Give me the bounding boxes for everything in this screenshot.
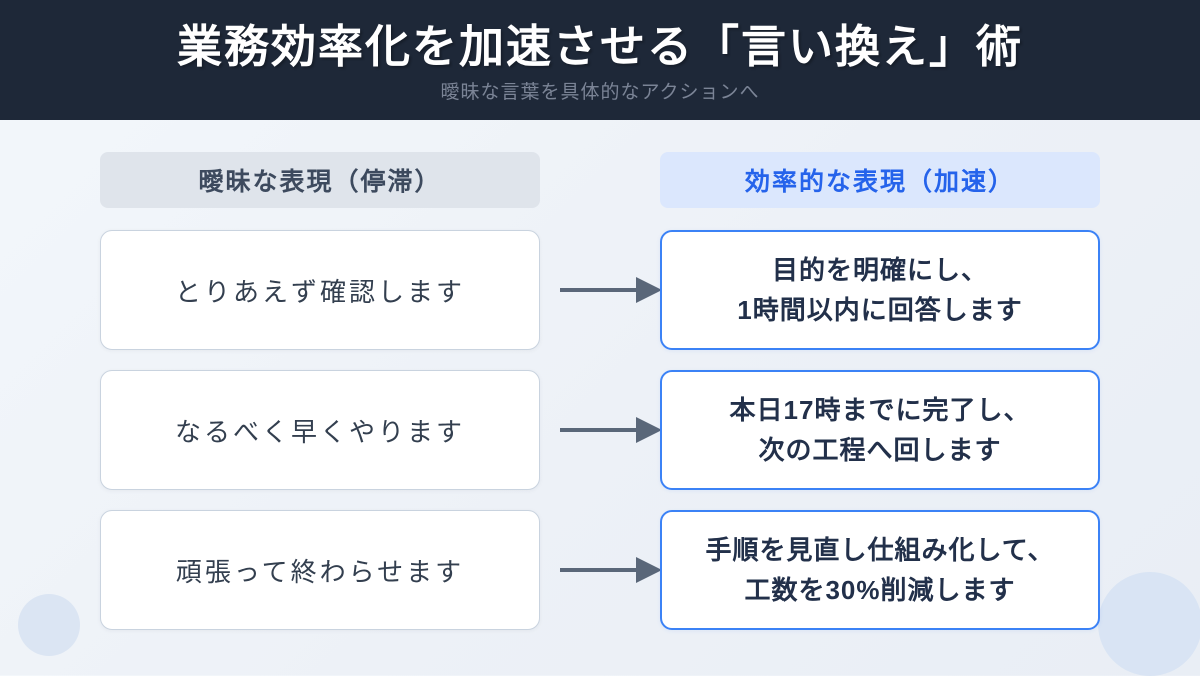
- efficient-box-row1: 目的を明確にし、 1時間以内に回答します: [660, 230, 1100, 350]
- column-header-vague: 曖昧な表現（停滞）: [100, 152, 540, 208]
- column-header-vague-label: 曖昧な表現（停滞）: [198, 168, 442, 196]
- vague-text-row2: なるべく早くやります: [174, 416, 465, 447]
- arrow-right-icon: [560, 417, 662, 443]
- efficient-text-row3-line1: 手順を見直し仕組み化して、: [705, 535, 1055, 565]
- decorative-circle-bottom-right: [1098, 572, 1200, 676]
- vague-box-row3: 頑張って終わらせます: [100, 510, 540, 630]
- decorative-circle-bottom-left: [18, 594, 80, 656]
- vague-text-row1: とりあえず確認します: [174, 276, 465, 307]
- vague-box-row2: なるべく早くやります: [100, 370, 540, 490]
- page-subtitle: 曖昧な言葉を具体的なアクションへ: [440, 82, 760, 104]
- column-header-efficient-label: 効率的な表現（加速）: [744, 168, 1015, 196]
- efficient-text-row3-line2: 工数を30%削減します: [744, 575, 1016, 605]
- efficient-text-row1-line1: 目的を明確にし、: [771, 255, 988, 285]
- efficient-text-row2-line2: 次の工程へ回します: [758, 435, 1002, 465]
- efficient-text-row1-line2: 1時間以内に回答します: [737, 295, 1023, 325]
- efficient-box-row2: 本日17時までに完了し、 次の工程へ回します: [660, 370, 1100, 490]
- page-title: 業務効率化を加速させる「言い換え」術: [176, 20, 1023, 72]
- efficient-text-row2-line1: 本日17時までに完了し、: [729, 395, 1031, 425]
- arrow-right-icon: [560, 277, 662, 303]
- arrow-right-icon: [560, 557, 662, 583]
- vague-box-row1: とりあえず確認します: [100, 230, 540, 350]
- header-banner: 業務効率化を加速させる「言い換え」術 曖昧な言葉を具体的なアクションへ: [0, 0, 1200, 120]
- vague-text-row3: 頑張って終わらせます: [175, 556, 465, 587]
- efficient-box-row3: 手順を見直し仕組み化して、 工数を30%削減します: [660, 510, 1100, 630]
- column-header-efficient: 効率的な表現（加速）: [660, 152, 1100, 208]
